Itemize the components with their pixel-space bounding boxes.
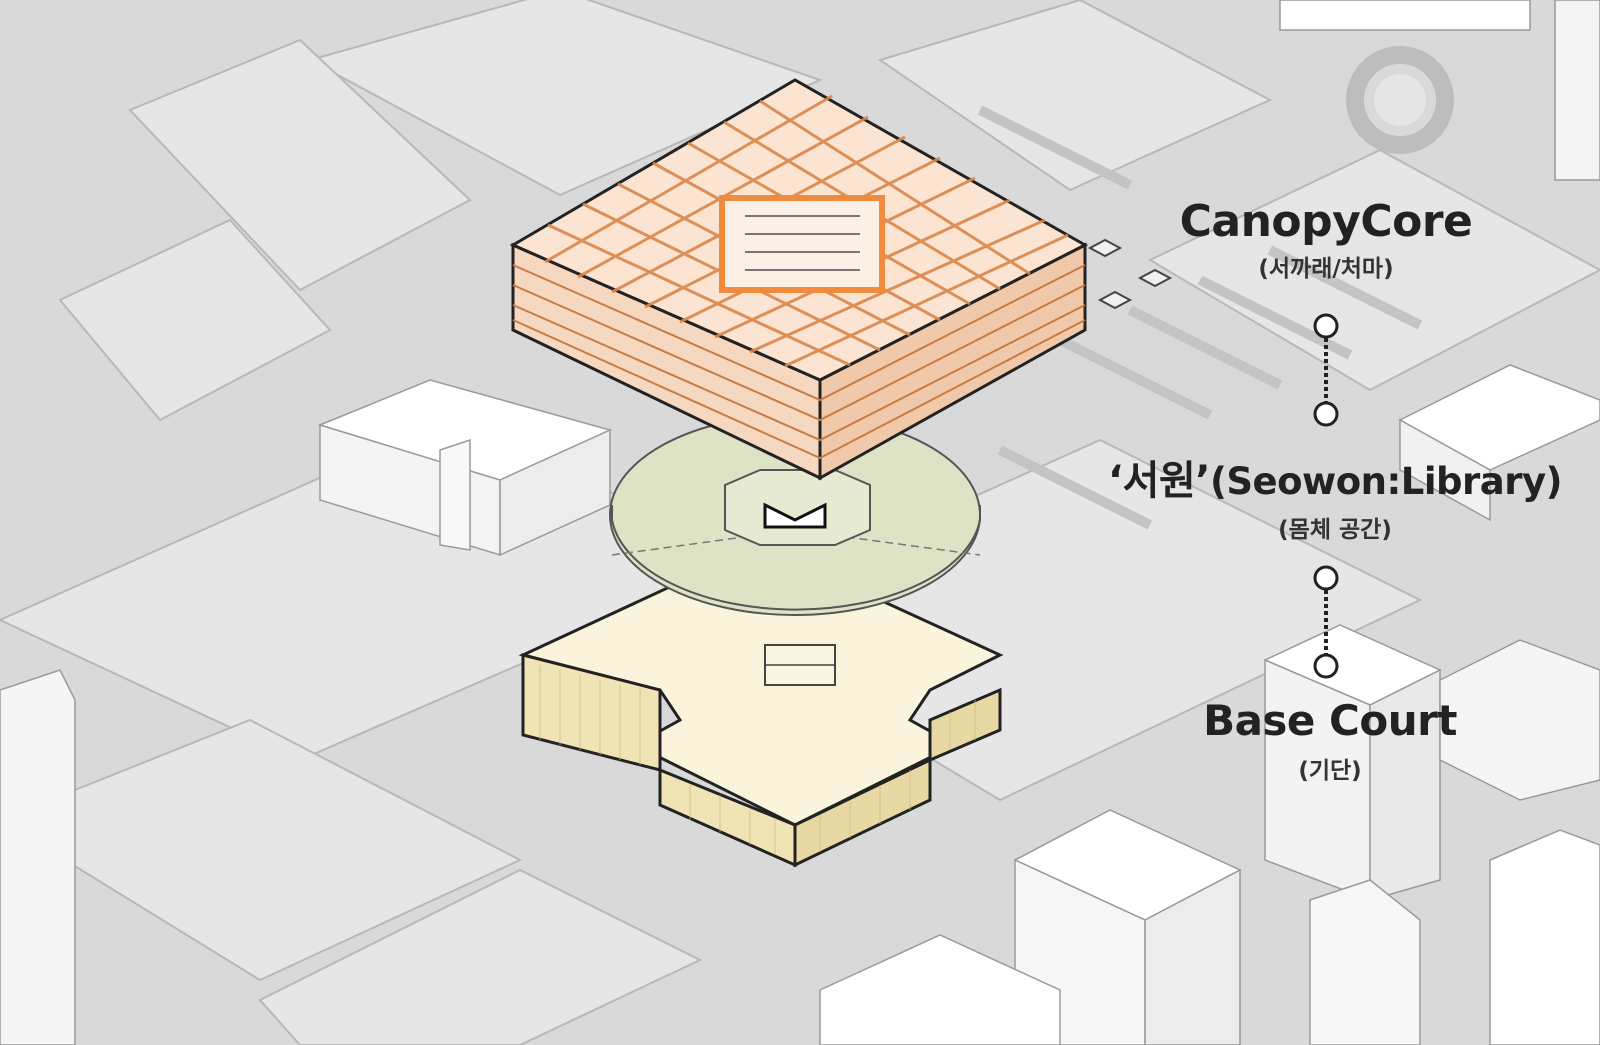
label-connectors xyxy=(1313,313,1339,679)
seowon-label: ‘서원’(Seowon:Library) (몸체 공간) xyxy=(1100,448,1570,544)
canopycore-title: CanopyCore xyxy=(1179,196,1473,247)
basecourt-label: Base Court (기단) xyxy=(1180,696,1480,785)
canopycore-label: CanopyCore (서까래/처마) xyxy=(1150,196,1502,283)
seowon-title-english: (Seowon:Library) xyxy=(1209,460,1563,503)
seowon-subtitle: (몸체 공간) xyxy=(1278,517,1392,543)
seowon-disc xyxy=(609,414,981,616)
base-court xyxy=(518,543,1004,868)
canopy-core xyxy=(509,78,1089,481)
seowon-title-korean: ‘서원’ xyxy=(1107,458,1211,504)
roundabout xyxy=(1346,46,1454,154)
basecourt-title: Base Court xyxy=(1203,696,1457,745)
parking-lines xyxy=(977,105,1423,530)
basecourt-subtitle: (기단) xyxy=(1298,758,1362,784)
plaza-tiles xyxy=(1087,238,1173,310)
canopycore-subtitle: (서까래/처마) xyxy=(1258,256,1394,282)
